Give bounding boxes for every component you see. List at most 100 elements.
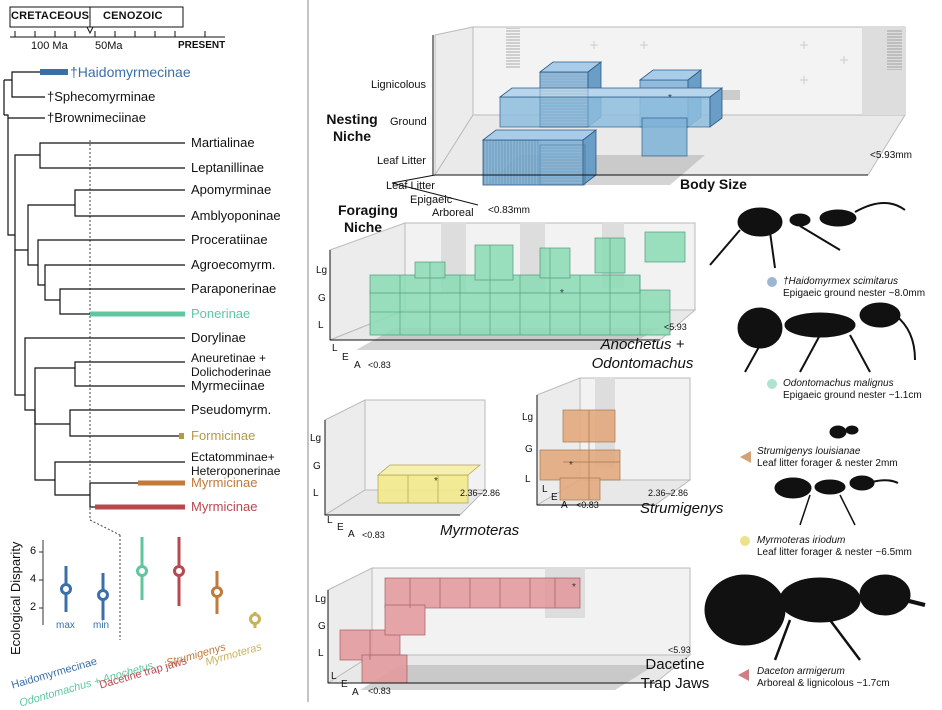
myrmoteras-ylevel: G <box>313 461 321 472</box>
species-caption: Odontomachus malignus Epigaeic ground ne… <box>783 378 922 402</box>
species-caption: Daceton armigerum Arboreal & lignicolous… <box>757 666 890 690</box>
taxon-label: Formicinae <box>191 428 256 443</box>
taxon-label: Amblyoponinae <box>191 208 281 223</box>
disparity-strumigenys <box>211 571 223 614</box>
strumigenys-size-max: 2.36–2.86 <box>648 488 689 498</box>
taxon-label: †Sphecomyrminae <box>47 89 156 104</box>
nesting-level: Lignicolous <box>371 79 427 91</box>
svg-text:*: * <box>572 582 576 593</box>
taxon-label: Myrmicinae <box>191 499 258 514</box>
size-max-label: <5.93mm <box>870 150 912 161</box>
haidomyrmex-silhouette <box>709 202 906 269</box>
species-caption: Myrmoteras iriodum Leaf litter forager &… <box>757 535 912 559</box>
disparity-haidomyrmecinae-max <box>60 566 72 612</box>
taxon-label: Pseudomyrm. <box>191 402 272 417</box>
disparity-myrmoteras <box>249 612 261 628</box>
odonto-xlevel: E <box>342 352 349 363</box>
taxon-label: Myrmicinae <box>191 475 258 490</box>
strumigenys-xlevel: L <box>542 484 548 495</box>
species-caption: Strumigenys louisianae Leaf litter forag… <box>757 446 898 470</box>
myrmoteras-size-max: 2.36–2.86 <box>460 488 501 498</box>
dacetine-size-max: <5.93 <box>668 645 691 655</box>
nesting-level: Ground <box>390 116 427 128</box>
svg-text:*: * <box>668 93 672 104</box>
svg-text:*: * <box>569 460 573 471</box>
dacetine-size-min: <0.83 <box>368 686 391 696</box>
myrmoteras-ylevel: Lg <box>310 433 322 444</box>
taxon-label: Agroecomyrm. <box>191 257 276 272</box>
svg-text:*: * <box>560 288 564 299</box>
strumigenys-silhouette <box>829 425 859 439</box>
myrmoteras-silhouette <box>774 475 899 526</box>
nesting-niche-title: Nesting Niche <box>326 111 378 144</box>
taxon-label: Dorylinae <box>191 330 246 345</box>
odonto-xlevel: A <box>354 360 361 371</box>
strumigenys-xlevel: A <box>561 500 568 511</box>
taxon-label: Apomyrminae <box>191 182 272 197</box>
era-cenozoic: CENOZOIC <box>103 10 163 22</box>
myrmoteras-xlevel: A <box>348 529 355 540</box>
taxon-label: Martialinae <box>191 135 255 150</box>
dacetine-panel: * <box>326 567 692 690</box>
myrmoteras-size-min: <0.83 <box>362 530 385 540</box>
myrmoteras-ylevel: L <box>313 488 319 499</box>
foraging-level: Epigaeic <box>410 194 453 206</box>
tree-branches <box>3 71 185 508</box>
dacetine-xlevel: E <box>341 679 348 690</box>
tick-present: PRESENT <box>178 40 226 51</box>
min-label: min <box>93 620 110 631</box>
odonto-ylevel: L <box>318 320 324 331</box>
taxon-label: Proceratiinae <box>191 232 268 247</box>
disparity-ytick: 6 <box>30 545 37 557</box>
foraging-level: Leaf Litter <box>386 180 435 192</box>
disparity-dacetine <box>173 537 185 606</box>
taxon-label: Dolichoderinae <box>191 365 272 379</box>
odonto-size-min: <0.83 <box>368 360 391 370</box>
max-label: max <box>56 620 75 631</box>
taxon-label: †Haidomyrmecinae <box>70 64 191 80</box>
disparity-ytick: 2 <box>30 601 37 613</box>
odonto-panel-title: Anochetus + Odontomachus <box>591 336 694 372</box>
species-name: Daceton armigerum <box>757 666 845 677</box>
tick-50ma: 50Ma <box>95 40 123 52</box>
species-desc: Leaf litter forager & nester ~6.5mm <box>757 547 912 558</box>
body-size-title: Body Size <box>680 176 747 192</box>
disparity-ytick: 4 <box>30 573 37 585</box>
foraging-niche-title: Foraging Niche <box>338 202 398 235</box>
taxon-label: Ectatomminae+ <box>191 450 275 464</box>
taxon-label: Ponerinae <box>191 306 251 321</box>
species-name: Odontomachus malignus <box>783 378 894 389</box>
dacetine-xlevel: A <box>352 687 359 698</box>
main-cube-panel: * <box>391 26 906 206</box>
odonto-ylevel: G <box>318 293 326 304</box>
tick-100ma: 100 Ma <box>31 40 68 52</box>
strumigenys-xlevel: E <box>551 492 558 503</box>
dacetine-ylevel: L <box>318 648 324 659</box>
species-markers <box>738 277 777 681</box>
myrmoteras-xlevel: L <box>327 515 333 526</box>
daceton-silhouette <box>704 574 926 661</box>
strumigenys-panel: * <box>535 377 692 506</box>
timescale-bar <box>9 6 225 38</box>
species-name: †Haidomyrmex scimitarus <box>783 276 899 287</box>
odonto-ylevel: Lg <box>316 265 328 276</box>
ant-silhouettes <box>704 202 926 661</box>
myrmoteras-panel-title: Myrmoteras <box>440 522 520 539</box>
dacetine-ylevel: Lg <box>315 594 327 605</box>
species-desc: Arboreal & lignicolous ~1.7cm <box>757 678 890 689</box>
svg-text:*: * <box>434 476 438 487</box>
strumigenys-ylevel: G <box>525 444 533 455</box>
taxon-label: Heteroponerinae <box>191 464 281 478</box>
myrmoteras-xlevel: E <box>337 522 344 533</box>
dacetine-xlevel: L <box>331 671 337 682</box>
era-cretaceous: CRETACEOUS <box>11 10 90 22</box>
strumigenys-ylevel: Lg <box>522 412 534 423</box>
nesting-level: Leaf Litter <box>377 155 426 167</box>
taxon-label: Aneuretinae + <box>191 351 267 365</box>
species-desc: Epigaeic ground nester ~1.1cm <box>783 390 922 401</box>
taxon-label: Myrmeciinae <box>191 378 265 393</box>
foraging-level: Arboreal <box>432 207 474 219</box>
disparity-haidomyrmecinae-min <box>97 573 109 620</box>
